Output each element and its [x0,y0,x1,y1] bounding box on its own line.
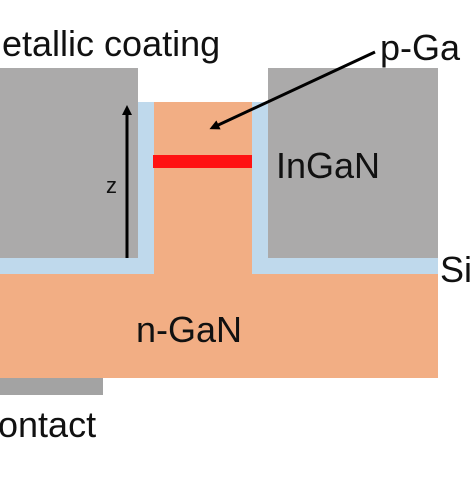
p-gan-label: p-Ga [380,27,461,68]
ingan-layer [153,155,252,168]
metallic-coating-right [268,68,438,262]
gan-body [0,102,438,378]
bottom-contact [0,378,103,395]
contact-label: ontact [0,404,96,445]
metallic-coating-left [0,68,138,262]
p-gan-pointer-arrow [209,50,376,130]
si-label: Si [440,249,472,290]
metallic-coating-label: etallic coating [2,23,220,64]
ingan-label: InGaN [276,145,380,186]
n-gan-label: n-GaN [136,309,242,350]
z-axis-label: z [106,173,117,198]
